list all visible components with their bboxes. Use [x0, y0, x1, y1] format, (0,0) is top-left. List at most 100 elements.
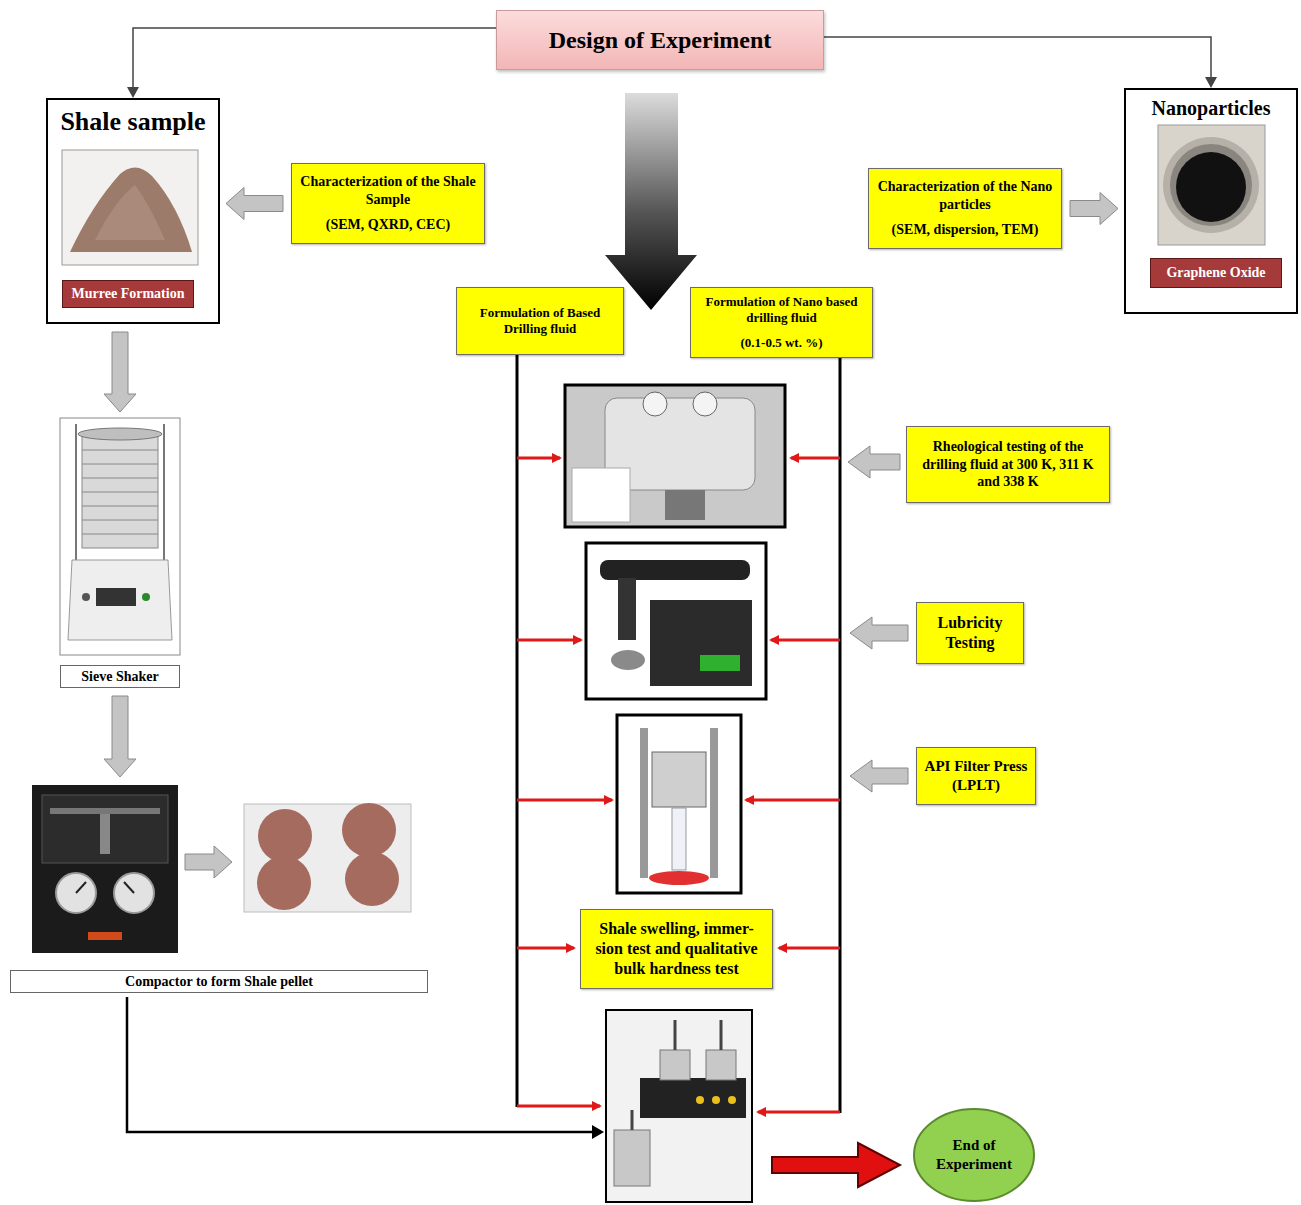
- node-subtext: (SEM, dispersion, TEM): [892, 221, 1039, 239]
- node-text: Characterization of the Shale Sample: [298, 173, 478, 208]
- red-feed-arrow: [771, 639, 840, 642]
- node-text: Characterization of the Nano particles: [875, 178, 1055, 213]
- connector-line: [133, 28, 496, 88]
- sieve-ring: [82, 478, 158, 479]
- swell-meter-knob: [712, 1096, 720, 1104]
- process-box: Rheological testing of the drilling flui…: [906, 426, 1110, 503]
- swell-meter-cell: [706, 1050, 736, 1080]
- sieve-ring: [82, 506, 158, 507]
- swell-meter-knob: [728, 1096, 736, 1104]
- equipment-box: Compactor to form Shale pellet: [10, 783, 428, 993]
- sieve-ring: [82, 520, 158, 521]
- compactor-ram: [50, 808, 160, 814]
- compactor-ram: [100, 814, 110, 854]
- red-feed-arrow: [517, 457, 560, 460]
- nano-photo-frame: [1158, 125, 1265, 245]
- process-box: Formulation of Nano based drilling fluid…: [690, 287, 873, 358]
- lubricity-body: [650, 600, 752, 686]
- dish-rim: [1163, 137, 1259, 233]
- compactor-badge: [88, 932, 122, 940]
- node-text: Nanoparticles: [1152, 96, 1271, 121]
- node-text: Compactor to form Shale pellet: [10, 970, 428, 994]
- shale-powder: [70, 167, 192, 252]
- connector-line: [824, 37, 1211, 78]
- connector: [824, 37, 1217, 88]
- sieve-base: [68, 560, 172, 640]
- block-arrow: [104, 332, 136, 412]
- sieve-photo-frame: [60, 418, 180, 655]
- sieve-rod: [163, 424, 165, 560]
- graduated-cylinder: [672, 808, 686, 870]
- node-text: Graphene Oxide: [1166, 264, 1265, 282]
- viscometer-dial: [693, 392, 717, 416]
- process-line: [516, 355, 519, 1107]
- swell-meter-knob: [696, 1096, 704, 1104]
- red-feed-arrow: [791, 457, 840, 460]
- process-box: Formulation of Based Drilling fluid: [456, 287, 624, 355]
- shale-pellet: [258, 809, 312, 863]
- ellipse-shape: [912, 1107, 1036, 1203]
- swell-meter-probe: [674, 1020, 677, 1050]
- gauge-needle: [124, 882, 134, 893]
- connector: [104, 696, 136, 777]
- process-box: Characterization of the Nano particles (S…: [868, 168, 1062, 249]
- grey-block-arrow: [185, 846, 232, 878]
- pellets-photo-frame: [244, 804, 411, 912]
- sieve-knob: [142, 593, 150, 601]
- node-subtext: (SEM, QXRD, CEC): [326, 216, 450, 234]
- node-text: Shale swelling, immer- sion test and qua…: [587, 919, 766, 979]
- pellet-flow-line: [127, 997, 592, 1132]
- connector: [1070, 193, 1118, 225]
- arrow-head: [127, 87, 139, 98]
- connector: [127, 28, 496, 98]
- process-box: Characterization of the Shale Sample (SEM…: [291, 163, 485, 244]
- swell-meter-photo: [606, 1010, 752, 1202]
- gauge-needle: [76, 882, 86, 893]
- node-text: API Filter Press (LPLT): [923, 757, 1029, 795]
- ellipse-fill: [914, 1109, 1034, 1201]
- connector: [104, 332, 136, 412]
- node-subtext: (0.1-0.5 wt. %): [741, 335, 823, 351]
- lubricity-photo: [586, 543, 766, 699]
- pellet-flow-head: [592, 1125, 604, 1139]
- sieve-ring: [82, 464, 158, 465]
- block-arrow: [104, 696, 136, 777]
- equipment-box: Sieve Shaker: [60, 418, 180, 688]
- node-text: Design of Experiment: [549, 25, 772, 55]
- arrow-head: [1205, 77, 1217, 88]
- node-text: Murree Formation: [72, 285, 185, 303]
- shale-pellet: [345, 852, 399, 906]
- red-feed-arrow: [517, 639, 581, 642]
- process-box: API Filter Press (LPLT): [916, 747, 1036, 805]
- process-line: [839, 355, 842, 1113]
- lubricity-arm: [600, 560, 750, 580]
- red-block-arrow: [772, 1143, 900, 1187]
- block-arrow: [226, 188, 283, 220]
- sieve-ring: [82, 534, 158, 535]
- red-feed-arrow: [517, 799, 612, 802]
- sieve-display: [96, 588, 136, 606]
- compactor-body: [32, 785, 178, 953]
- process-box: Lubricity Testing: [916, 602, 1024, 664]
- shale-pellet: [257, 856, 311, 910]
- node-text: Rheological testing of the drilling flui…: [913, 438, 1103, 491]
- filter-press-post: [640, 728, 648, 878]
- node-text: Sieve Shaker: [60, 665, 180, 689]
- compactor-window: [42, 795, 168, 863]
- dish-wall: [1170, 144, 1252, 226]
- viscometer-cup: [665, 490, 705, 520]
- block-arrow: [1070, 193, 1118, 225]
- sieve-stack: [82, 436, 158, 548]
- lubricity-column: [618, 578, 636, 640]
- node-text: Formulation of Nano based drilling fluid: [697, 294, 866, 327]
- pressure-gauge: [56, 873, 96, 913]
- node-text: End of Experiment: [928, 1136, 1020, 1174]
- pressure-gauge: [114, 873, 154, 913]
- swell-meter-probe: [631, 1110, 634, 1130]
- lubricity-cup: [611, 650, 645, 670]
- name-tag: Murree Formation: [62, 280, 194, 308]
- grey-block-arrow: [850, 760, 908, 792]
- terminal-ellipse: End of Experiment: [912, 1107, 1036, 1203]
